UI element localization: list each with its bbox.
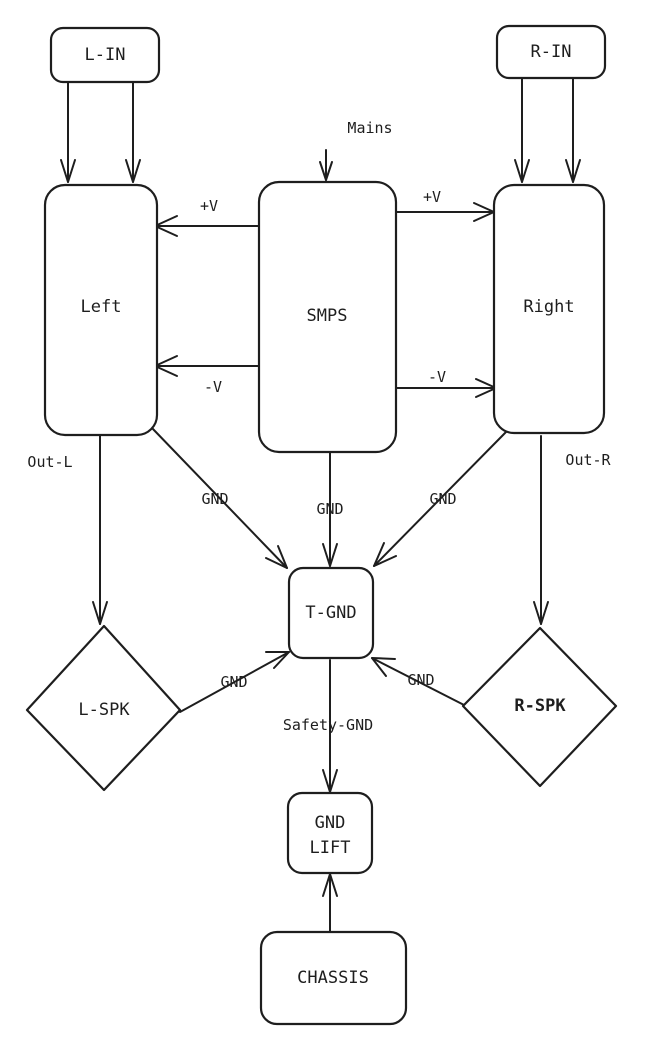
arrow-chassis-gndlift — [322, 873, 338, 933]
node-l-in-label: L-IN — [85, 45, 126, 65]
arrow-smps-right-minus — [396, 378, 497, 398]
node-chassis-label: CHASSIS — [297, 968, 369, 988]
node-t-gnd: T-GND — [287, 566, 375, 660]
node-t-gnd-label: T-GND — [305, 603, 356, 623]
arrow-lspk-tgnd — [179, 651, 290, 713]
edge-label-plus-v-right: +V — [423, 188, 441, 206]
edge-label-mains: Mains — [347, 119, 392, 137]
node-right: Right — [492, 183, 606, 435]
node-smps-label: SMPS — [307, 306, 348, 326]
node-r-in-label: R-IN — [531, 42, 572, 62]
arrow-lin-left-a — [60, 81, 76, 183]
arrow-lin-left-b — [125, 81, 141, 183]
node-left: Left — [43, 183, 159, 437]
edge-label-out-r: Out-R — [565, 451, 611, 469]
arrow-right-rspk — [533, 435, 549, 625]
node-gnd-lift-label-2: LIFT — [310, 838, 351, 858]
edge-label-plus-v-left: +V — [200, 197, 218, 215]
edge-label-gnd-lspk: GND — [220, 673, 247, 691]
arrow-smps-tgnd — [322, 451, 338, 567]
arrow-rin-right-b — [565, 77, 581, 183]
node-gnd-lift: GND LIFT — [286, 791, 374, 875]
edge-label-gnd-left: GND — [201, 490, 228, 508]
arrow-right-tgnd — [373, 431, 507, 567]
arrow-left-lspk — [92, 435, 108, 625]
edge-label-out-l: Out-L — [27, 453, 72, 471]
edge-label-minus-v-right: -V — [428, 368, 446, 386]
node-l-spk-label: L-SPK — [78, 700, 130, 720]
node-l-spk: L-SPK — [25, 624, 182, 792]
node-right-label: Right — [523, 297, 574, 317]
node-left-label: Left — [81, 297, 122, 317]
node-gnd-lift-label-1: GND — [315, 813, 346, 833]
node-r-spk: R-SPK — [461, 626, 618, 788]
edge-label-minus-v-left: -V — [204, 378, 222, 396]
arrow-smps-right-plus — [396, 202, 495, 222]
node-r-in: R-IN — [495, 24, 607, 80]
arrow-rspk-tgnd — [371, 657, 467, 707]
edge-label-gnd-rspk: GND — [407, 671, 434, 689]
edge-label-gnd-right: GND — [429, 490, 456, 508]
node-smps: SMPS — [257, 180, 398, 454]
arrow-smps-left-minus — [154, 355, 259, 377]
arrow-mains-smps — [319, 149, 333, 181]
edge-label-safety-gnd: Safety-GND — [283, 716, 373, 734]
arrow-smps-left-plus — [154, 215, 259, 237]
edge-label-gnd-smps: GND — [316, 500, 343, 518]
arrow-rin-right-a — [514, 77, 530, 183]
node-l-in: L-IN — [49, 26, 161, 84]
node-r-spk-label: R-SPK — [514, 696, 566, 716]
node-chassis: CHASSIS — [259, 930, 408, 1026]
arrow-left-tgnd — [151, 427, 288, 569]
